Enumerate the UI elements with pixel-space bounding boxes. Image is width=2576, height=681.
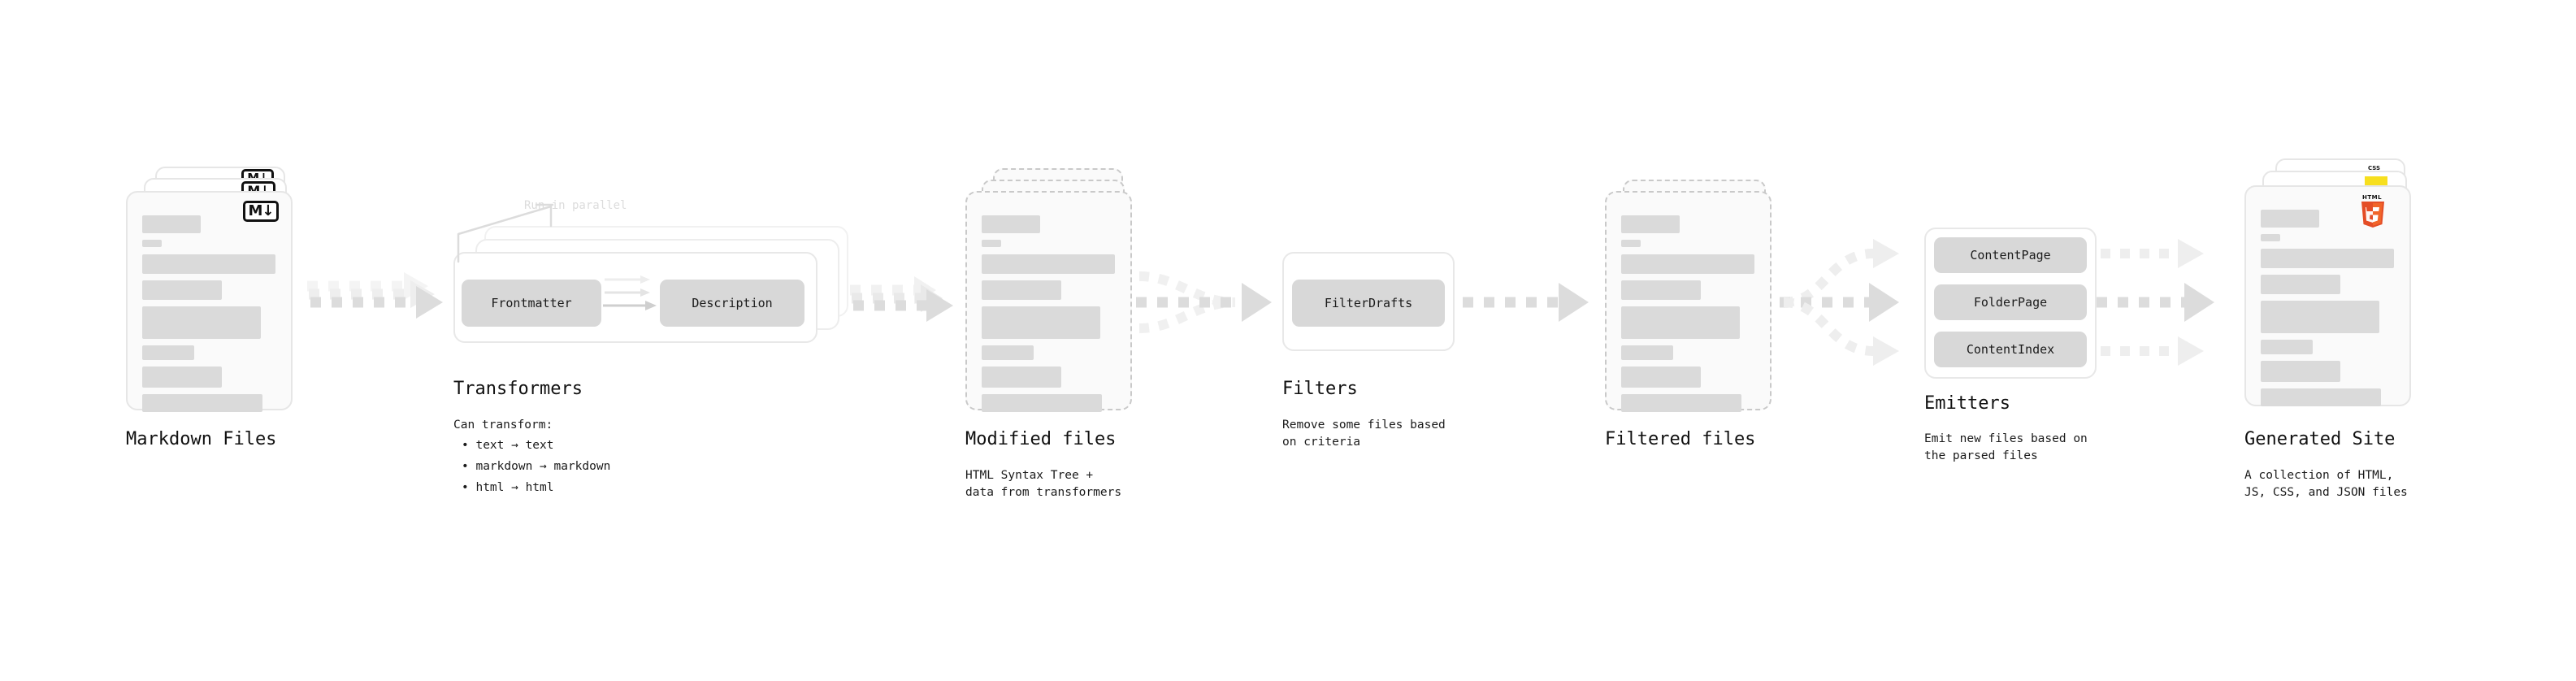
emitters-plugin-folderpage[interactable]: FolderPage xyxy=(1934,284,2087,320)
skeleton-bar xyxy=(1621,306,1740,339)
inner-arrow-front xyxy=(603,301,657,310)
skeleton-bar xyxy=(1621,215,1680,233)
skeleton-bar xyxy=(1621,254,1754,274)
skeleton-bar xyxy=(1621,367,1701,388)
arrow-transformers-to-modified xyxy=(829,276,953,322)
filtered-files-title: Filtered files xyxy=(1605,429,1756,449)
skeleton-bar xyxy=(142,254,275,274)
skeleton-bar xyxy=(142,215,201,233)
skeleton-bar xyxy=(2261,210,2319,228)
generated-site-description: A collection of HTML, JS, CSS, and JSON … xyxy=(2244,469,2408,500)
emitters-description: Emit new files based on the parsed files xyxy=(1924,432,2088,463)
transformers-capability-2: • html → html xyxy=(462,481,554,494)
skeleton-bar xyxy=(982,280,1061,300)
skeleton-bar xyxy=(2261,234,2280,241)
markdown-badge: M↓ xyxy=(243,201,279,222)
skeleton-bar xyxy=(982,254,1115,274)
skeleton-bar xyxy=(2261,275,2340,294)
modified-files-title: Modified files xyxy=(965,429,1117,449)
arrow-modified-to-filters-merge xyxy=(1136,271,1272,333)
filters-title: Filters xyxy=(1282,379,1358,399)
markdown-files-card-stack: M↓ M↓ M↓ xyxy=(126,167,313,412)
skeleton-bar xyxy=(142,280,222,300)
emitters-plugin-contentpage[interactable]: ContentPage xyxy=(1934,237,2087,273)
skeleton-bar xyxy=(1621,280,1701,300)
filtered-files-card-stack xyxy=(1605,167,1792,412)
skeleton-bar xyxy=(1621,394,1741,412)
arrow-filters-to-filtered xyxy=(1463,283,1589,322)
skeleton-bar xyxy=(142,367,222,388)
generated-site-card-stack: CSS HTML xyxy=(2244,158,2439,410)
skeleton-bar xyxy=(2261,388,2381,406)
modified-files-card-stack xyxy=(965,167,1152,412)
markdown-files-title: Markdown Files xyxy=(126,429,277,449)
emitters-title: Emitters xyxy=(1924,393,2010,414)
generated-site-title: Generated Site xyxy=(2244,429,2396,449)
skeleton-bar xyxy=(1621,240,1641,247)
transformers-title: Transformers xyxy=(453,379,583,399)
emitters-plugin-contentindex[interactable]: ContentIndex xyxy=(1934,332,2087,367)
skeleton-bar xyxy=(982,345,1034,360)
skeleton-bar xyxy=(982,240,1001,247)
skeleton-bar xyxy=(982,215,1040,233)
inner-arrow-back-1 xyxy=(605,288,650,297)
transformer-plugin-description[interactable]: Description xyxy=(660,280,804,327)
skeleton-bar xyxy=(142,306,261,339)
skeleton-bar xyxy=(2261,249,2394,268)
transformers-description: Can transform: xyxy=(453,419,553,432)
run-in-parallel-bracket xyxy=(457,203,554,263)
svg-text:CSS: CSS xyxy=(2368,165,2380,171)
transformers-capability-0: • text → text xyxy=(462,439,554,452)
skeleton-bar xyxy=(982,306,1100,339)
skeleton-bar xyxy=(2261,301,2379,333)
skeleton-bar xyxy=(142,345,194,360)
filters-plugin-filterdrafts[interactable]: FilterDrafts xyxy=(1292,280,1445,327)
arrow-markdown-to-transformers xyxy=(307,272,443,319)
filtered-card-front xyxy=(1605,191,1772,412)
skeleton-bar xyxy=(1621,345,1673,360)
skeleton-bar xyxy=(142,240,162,247)
skeleton-bar xyxy=(142,394,262,412)
filters-description: Remove some files based on criteria xyxy=(1282,419,1446,449)
skeleton-bar xyxy=(2261,340,2313,354)
generated-card-front xyxy=(2244,185,2411,406)
skeleton-bar xyxy=(982,367,1061,388)
arrow-filtered-to-emitters-split xyxy=(1780,239,1899,366)
transformer-inner-arrows xyxy=(603,275,657,310)
svg-text:HTML: HTML xyxy=(2362,194,2382,201)
markdown-card-front xyxy=(126,191,293,412)
transformer-plugin-frontmatter[interactable]: Frontmatter xyxy=(462,280,601,327)
transformers-capability-1: • markdown → markdown xyxy=(462,460,611,473)
html5-badge-icon: HTML xyxy=(2361,194,2384,228)
skeleton-bar xyxy=(2261,361,2340,382)
arrow-emitters-to-site xyxy=(2097,239,2214,366)
run-in-parallel-label: Run in parallel xyxy=(524,199,627,212)
inner-arrow-back-2 xyxy=(605,275,650,284)
skeleton-bar xyxy=(982,394,1102,412)
modified-files-description: HTML Syntax Tree + data from transformer… xyxy=(965,469,1122,500)
modified-card-front xyxy=(965,191,1132,412)
